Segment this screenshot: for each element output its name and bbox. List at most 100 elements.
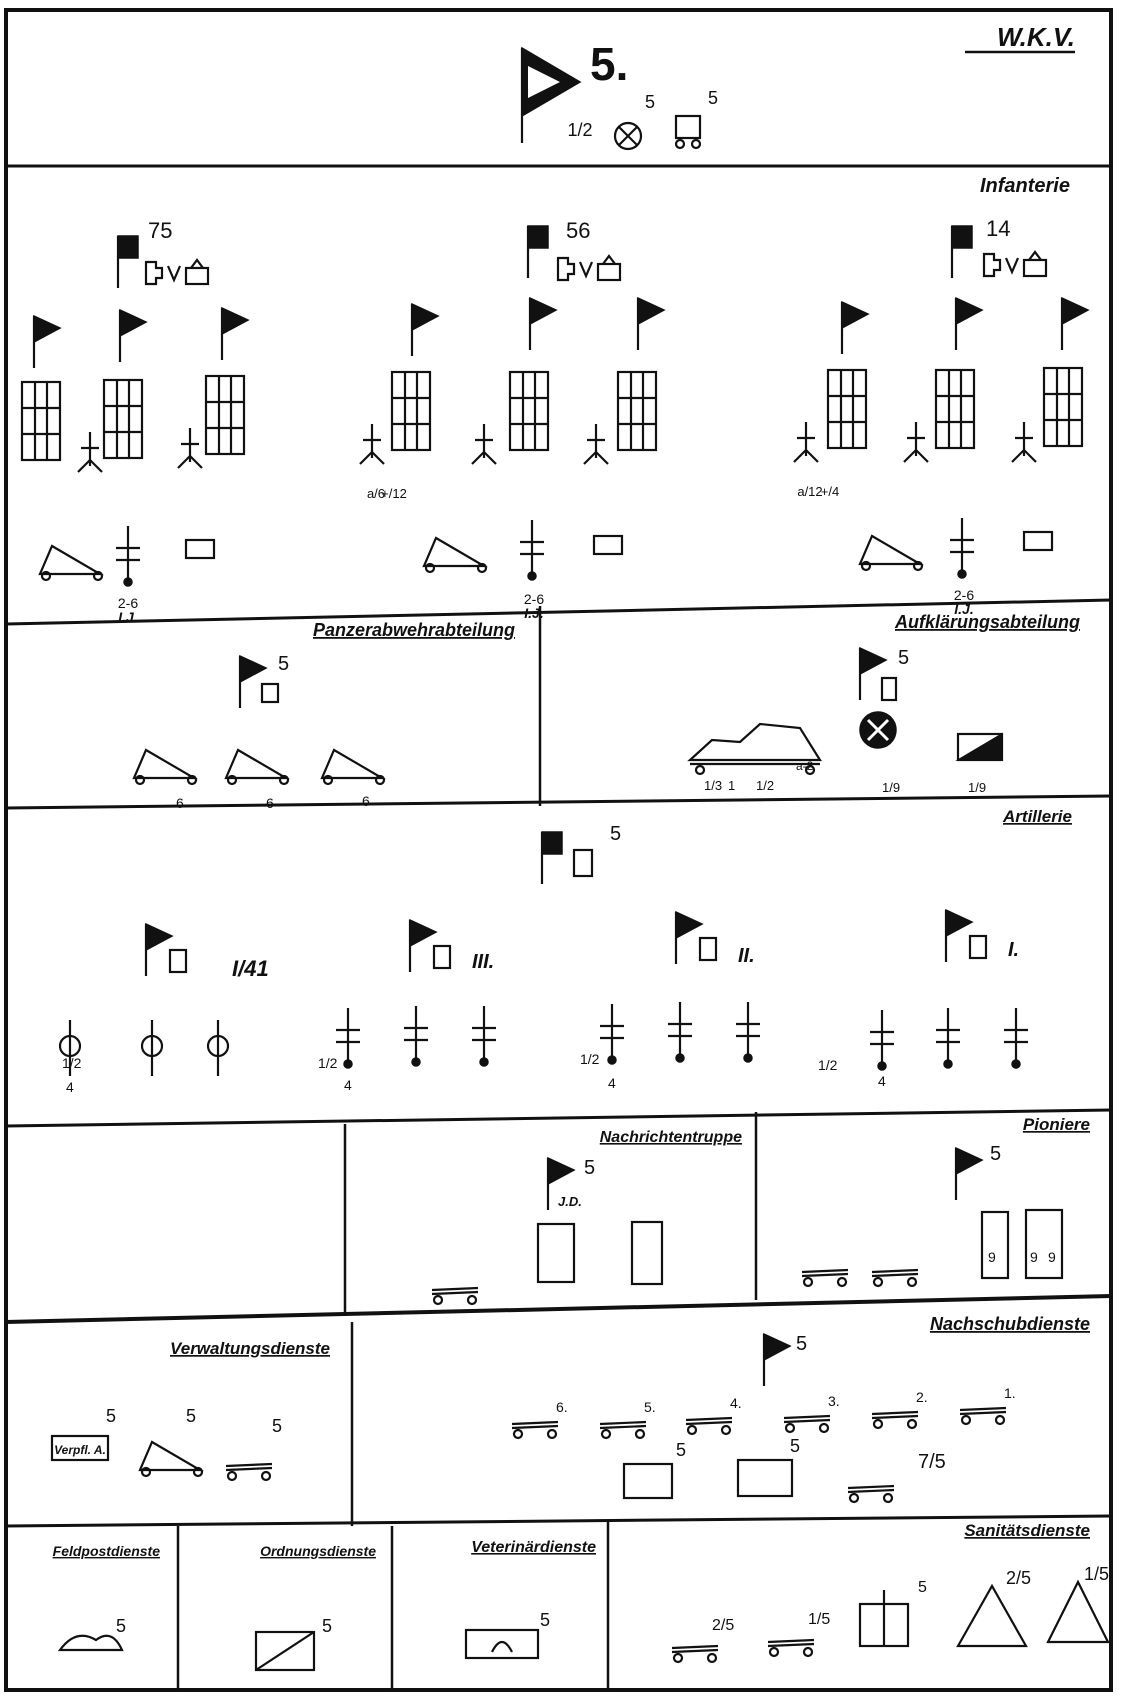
flag-icon [412,304,438,356]
section-verwaltung: Verwaltungsdienste Verpfl. A. 5 5 5 [52,1339,330,1480]
gun-mark: 6 [266,795,274,811]
stand-icon [584,424,608,464]
unit-mark: 1/9 [882,780,900,795]
stand-icon [1012,422,1036,462]
regiment-flag-icon [542,832,562,884]
infantry-gun-icon [424,538,486,572]
unit-flag-icon [956,1148,982,1200]
flag-icon [1062,298,1088,350]
motorcycle-icon [676,116,700,148]
unit-number: 5 [990,1143,1001,1165]
reconnaissance-group-icon [690,724,820,760]
unit-mark: 2/5 [1006,1568,1031,1588]
section-artillerie: Artillerie 5 I/41 1/2 4 III. 1/2 4 II. [60,807,1072,1095]
battalion-label: I/41 [232,956,269,981]
company-icon [510,372,548,450]
section-title-artillerie: Artillerie [1002,807,1072,826]
supply-columns: 6. 5. 4. 3. 2. 1. [512,1385,1016,1438]
unit-mark: 2/5 [712,1617,734,1634]
section-panzerabwehr: Panzerabwehrabteilung 5 6 6 6 [134,620,515,811]
staffsign-icon [984,252,1046,276]
flag-icon [946,910,972,962]
regiment-75: 75 2-6 I.J. [22,218,248,625]
unit-number: 5 [278,653,289,675]
regiment-56: 56 a/6 +/12 2-6 I.J. [360,218,664,621]
company-icon [936,370,974,448]
fraction: a/12 [797,484,822,499]
veh-icon [872,1412,918,1428]
staffsign-icon [146,260,208,284]
staffsign-icon [558,256,620,280]
flag-icon [676,912,702,964]
stand-icon [904,422,928,462]
unit-number: 5 [186,1406,196,1426]
arty-icon [950,518,974,578]
infantry-gun-icon [860,536,922,570]
arty-icon [936,1008,960,1068]
regiment-number: 14 [986,216,1010,241]
company-icon [104,380,142,458]
staff-mark-2: 5 [645,92,655,112]
bridge-column-icon [872,1270,918,1286]
section-title-veterinaer: Veterinärdienste [471,1539,596,1556]
unit-number: 7/5 [918,1451,946,1473]
battalion-label: I. [1008,939,1019,961]
vehicle-icon [802,1270,848,1286]
stand-icon [78,432,102,472]
company-icon [618,372,656,450]
regiment-number: 75 [148,218,172,243]
gun-mark: 1/2 [318,1055,338,1071]
ambulance-icon [672,1646,718,1662]
divider [6,1516,1111,1526]
veh-icon [686,1418,732,1434]
section-title-nachschub: Nachschubdienste [930,1314,1090,1334]
column-number: 5. [644,1399,656,1415]
sqflag-icon [118,236,138,288]
howitzer-icon [208,1020,228,1076]
unit-number: 5 [106,1406,116,1426]
gun-mark: 6 [176,795,184,811]
unit-number: 5 [584,1157,595,1179]
section-title-feldpost: Feldpostdienste [53,1543,161,1559]
regiment-14: 14 a/12 +/4 2-6 I.J. [794,216,1088,617]
unit-number: 5 [322,1616,332,1636]
section-title-infanterie: Infanterie [980,175,1070,197]
medical-company-icon [958,1586,1026,1646]
gun-mark: 1/2 [62,1055,82,1071]
unit-mark: 9 [1048,1249,1056,1265]
arty-icon [668,1002,692,1062]
unit-number: 5 [676,1440,686,1460]
company-icon [206,376,244,454]
arty-icon [600,1004,624,1064]
division-number: 5. [590,38,628,90]
gun-mark: 4 [344,1077,352,1093]
company-icon [828,370,866,448]
unit-mark: 1/3 [704,778,722,793]
veh-icon [512,1422,558,1438]
artillery-battalion-1: I/41 1/2 4 [60,924,269,1095]
arty-icon [870,1010,894,1070]
company-icon [22,382,60,460]
arty-icon [1004,1008,1028,1068]
unit-mark: 1/9 [968,780,986,795]
butcher-company-icon [226,1464,272,1480]
unit-mark: 1/5 [1084,1564,1109,1584]
section-title-verwaltung: Verwaltungsdienste [170,1339,330,1358]
antitank-gun-icon [226,750,288,784]
flag-icon [34,316,60,368]
divider [6,1110,1111,1126]
veh-icon [960,1408,1006,1424]
supply-company-icon [738,1460,792,1496]
artillery-battalion-3: II. 1/2 4 [580,912,760,1091]
gun-mark: 4 [878,1073,886,1089]
unit-number: 5 [610,823,621,845]
antitank-gun-icon [322,750,384,784]
section-nachschub: Nachschubdienste 5 6. 5. 4. 3. 2. 1. 5 5… [512,1314,1090,1502]
divider [6,796,1111,808]
horseshoe-icon [466,1630,538,1658]
map-platoon-icon [860,712,896,748]
bakery-company-icon [140,1442,202,1476]
antitank-gun-icon [134,750,196,784]
radio-company-icon [538,1224,574,1282]
battalion-label: III. [472,951,494,973]
